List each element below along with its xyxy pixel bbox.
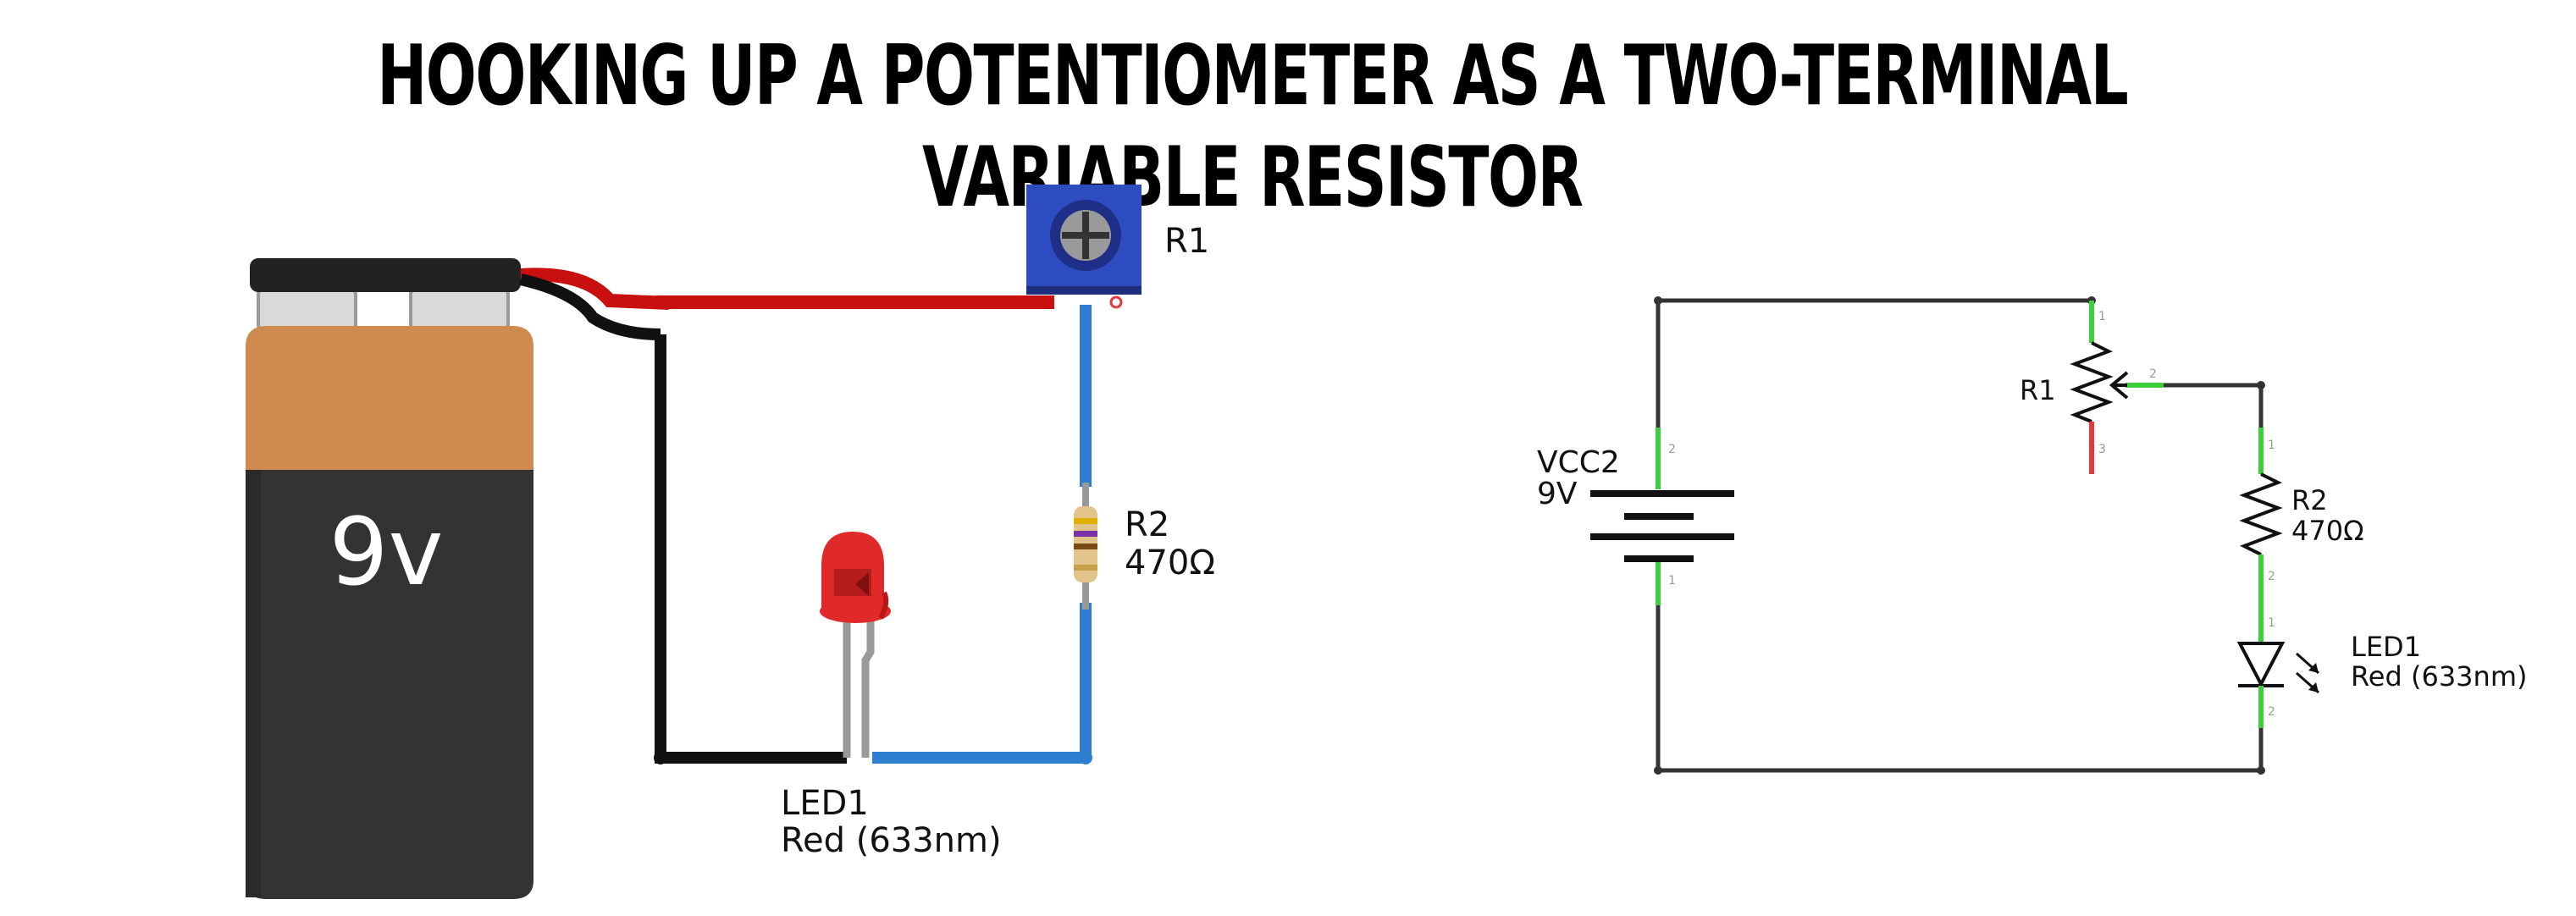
svg-text:1: 1 bbox=[2268, 439, 2275, 452]
battery-top-band bbox=[246, 326, 533, 470]
r2-value: 470Ω bbox=[1125, 544, 1215, 582]
led-lead-anode bbox=[861, 605, 875, 758]
schematic-r2-label: R2 bbox=[2291, 484, 2328, 516]
svg-text:2: 2 bbox=[2268, 705, 2275, 719]
schematic-wire-bottom bbox=[1656, 593, 2264, 773]
svg-text:1: 1 bbox=[1668, 574, 1676, 588]
svg-text:2: 2 bbox=[2268, 570, 2275, 583]
battery-body bbox=[246, 470, 533, 899]
page-title: HOOKING UP A POTENTIOMETER AS A TWO-TERM… bbox=[377, 28, 2128, 226]
battery-snap bbox=[250, 258, 521, 292]
led-label: LED1 bbox=[781, 784, 869, 823]
svg-text:3: 3 bbox=[2098, 443, 2106, 456]
r2-label: R2 bbox=[1125, 505, 1169, 544]
battery-lead-red bbox=[520, 268, 670, 310]
svg-text:1: 1 bbox=[2098, 310, 2106, 323]
svg-text:2: 2 bbox=[2149, 367, 2157, 381]
schematic-led-label: LED1 bbox=[2351, 631, 2421, 663]
battery-terminal-negative bbox=[257, 284, 357, 334]
wire-black bbox=[655, 334, 847, 764]
schematic-battery-symbol bbox=[1590, 428, 1734, 605]
svg-text:1: 1 bbox=[2268, 616, 2275, 630]
schematic-vcc-label: VCC2 bbox=[1537, 445, 1620, 480]
resistor-r2 bbox=[1074, 483, 1097, 610]
svg-text:2: 2 bbox=[1668, 443, 1676, 456]
schematic-wire-top bbox=[1656, 298, 2092, 428]
schematic-wire-right bbox=[2164, 383, 2264, 432]
battery-lead-black bbox=[519, 273, 661, 340]
schematic-potentiometer-symbol bbox=[2070, 301, 2164, 474]
schematic-resistor-symbol bbox=[2239, 428, 2283, 643]
schematic-led-value: Red (633nm) bbox=[2351, 660, 2527, 693]
battery-label: 9v bbox=[329, 498, 443, 606]
led-red bbox=[820, 532, 891, 758]
potentiometer-r1 bbox=[1026, 185, 1142, 309]
schematic bbox=[1656, 298, 2264, 773]
schematic-r1-label: R1 bbox=[2020, 374, 2056, 406]
schematic-r2-value: 470Ω bbox=[2291, 515, 2364, 547]
battery-9v: 9v bbox=[246, 258, 533, 899]
schematic-led-symbol bbox=[2236, 642, 2319, 728]
schematic-vcc-value: 9V bbox=[1537, 477, 1578, 511]
battery-terminal-positive bbox=[409, 284, 510, 334]
r1-label: R1 bbox=[1164, 222, 1209, 261]
led-value: Red (633nm) bbox=[781, 821, 1002, 860]
